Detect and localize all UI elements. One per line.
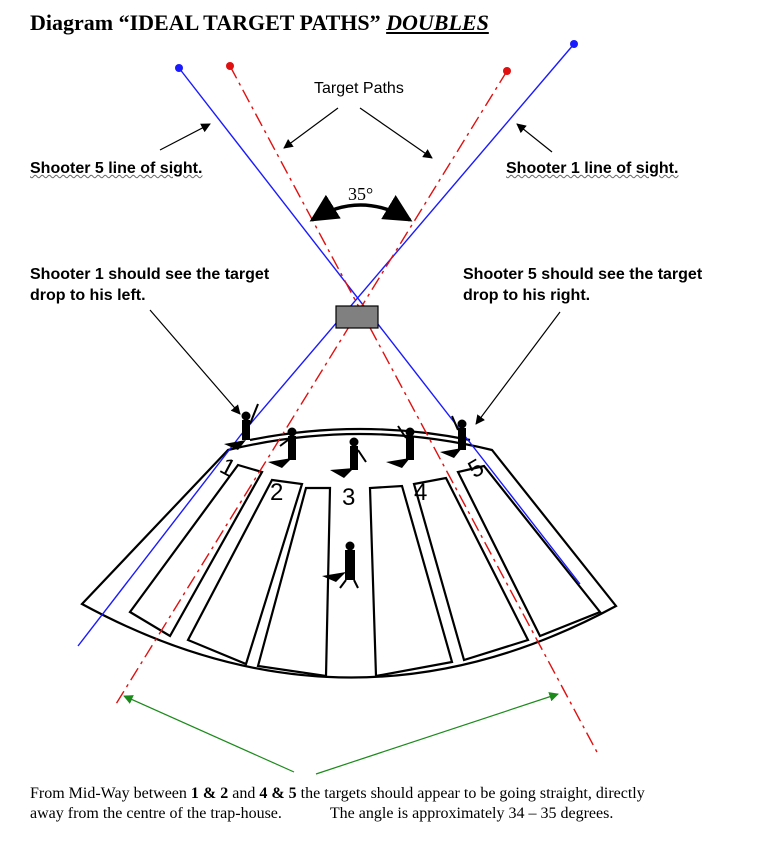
shooter5-sight-endpoint xyxy=(175,64,183,72)
annotation-arrows xyxy=(149,107,561,425)
shooter1-see-line2: drop to his left. xyxy=(30,287,146,304)
shooter-figure-3 xyxy=(330,437,367,478)
note-part1: From Mid-Way between xyxy=(30,785,191,802)
shooter5-line-label: Shooter 5 line of sight. xyxy=(30,160,203,177)
shooter-figure-walking xyxy=(322,541,359,589)
lane-6 xyxy=(456,464,602,638)
lane-2 xyxy=(186,478,304,666)
shooter5-see-line2: drop to his right. xyxy=(463,287,591,304)
green-arrow-left xyxy=(123,695,295,773)
angle-label: 35° xyxy=(348,184,374,204)
shooter-figure-4 xyxy=(386,425,415,468)
arrow-shooter5-drop xyxy=(475,311,561,425)
shooter1-line-of-sight xyxy=(239,43,575,437)
target-path-right-endpoint xyxy=(503,67,511,75)
arrow-target-path-left xyxy=(283,107,339,149)
green-arrow-right xyxy=(315,692,559,775)
explanatory-note: From Mid-Way between 1 & 2 and 4 & 5 the… xyxy=(30,784,760,824)
shooter-figures xyxy=(224,403,467,589)
note-part3: the targets should appear to be going st… xyxy=(296,785,645,802)
shooter1-see-line1: Shooter 1 should see the target xyxy=(30,266,270,283)
shooter1-line-of-sight-extension xyxy=(77,435,241,647)
shooter1-sight-endpoint xyxy=(570,40,578,48)
shooter-figure-5 xyxy=(440,415,467,458)
station-number-4: 4 xyxy=(414,479,427,506)
station-number-3: 3 xyxy=(342,484,355,511)
lane-3 xyxy=(256,486,332,678)
target-paths-label: Target Paths xyxy=(314,80,404,97)
field-outer-boundary xyxy=(80,432,618,679)
green-arrows xyxy=(123,692,559,775)
target-paths xyxy=(115,65,599,755)
title-emphasis: DOUBLES xyxy=(386,10,489,35)
walkway-arc xyxy=(249,427,471,442)
shooter5-line-of-sight-extension xyxy=(467,439,581,585)
shooter1-line-label: Shooter 1 line of sight. xyxy=(506,160,679,177)
trap-field xyxy=(80,427,618,679)
note-bold1: 1 & 2 xyxy=(190,785,229,802)
target-path-right xyxy=(115,70,508,705)
note-line2a: away from the centre of the trap-house. xyxy=(30,805,282,822)
arrow-shooter1-line xyxy=(516,123,553,153)
arrow-shooter5-line xyxy=(159,123,211,151)
target-path-left-endpoint xyxy=(226,62,234,70)
station-number-2: 2 xyxy=(270,479,283,506)
note-bold2: 4 & 5 xyxy=(259,785,297,802)
note-line2b: The angle is approximately 34 – 35 degre… xyxy=(329,805,614,822)
target-path-left xyxy=(229,65,599,755)
arrow-target-path-right xyxy=(359,107,433,159)
shooter5-line-of-sight xyxy=(178,67,469,441)
lane-4 xyxy=(368,484,454,678)
title-main: Diagram “IDEAL TARGET PATHS” xyxy=(30,10,381,35)
angle-arc xyxy=(309,194,413,222)
lane-1 xyxy=(128,463,264,638)
diagram-title: Diagram “IDEAL TARGET PATHS” DOUBLES xyxy=(30,10,489,36)
note-part2: and xyxy=(228,785,260,802)
shooter5-see-line1: Shooter 5 should see the target xyxy=(463,266,703,283)
trap-house xyxy=(335,305,379,329)
shooter-figure-1 xyxy=(224,403,259,450)
arrow-shooter1-drop xyxy=(149,309,241,415)
lines-of-sight xyxy=(77,43,581,647)
shooter-figure-2 xyxy=(268,427,297,468)
lane-5 xyxy=(412,476,530,662)
